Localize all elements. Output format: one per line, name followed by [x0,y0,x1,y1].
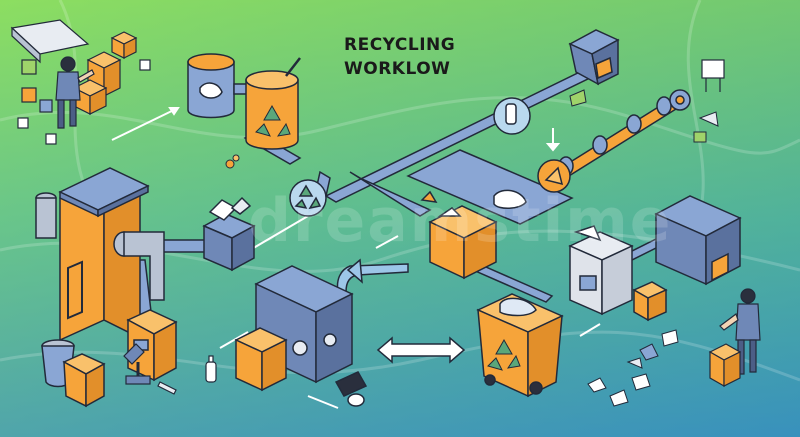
double-arrow-icon [376,336,466,364]
bottle-icon [157,355,217,395]
bubble-1 [289,179,327,217]
baler-machine [654,195,742,286]
scattered-debris [225,89,719,407]
microscope-icon [123,343,151,385]
page-title: RECYCLING WORKLOW [344,33,455,81]
incinerator-building [35,167,150,342]
duct [113,231,165,301]
worker-icon [55,56,95,129]
title-line-1: RECYCLING [344,35,456,55]
crusher-machine [568,29,620,86]
packing-machine [568,225,668,322]
processing-machine [234,265,368,407]
sign-icon [701,59,725,92]
shredder-tank [406,149,574,280]
recycle-icon [487,338,521,371]
recycle-icon [255,104,291,137]
title-line-2: WORKLOW [344,59,451,79]
gear-icon [669,89,691,111]
bin-icon [41,339,106,408]
watermark: dreamstime [248,186,673,256]
flow-arrows [111,107,601,409]
control-machine [126,309,178,382]
return-arrow-icon [336,258,409,293]
sorting-box [202,196,256,272]
bubble-2 [493,97,531,135]
worker-icon [708,288,761,388]
bubble-3 [537,159,571,193]
